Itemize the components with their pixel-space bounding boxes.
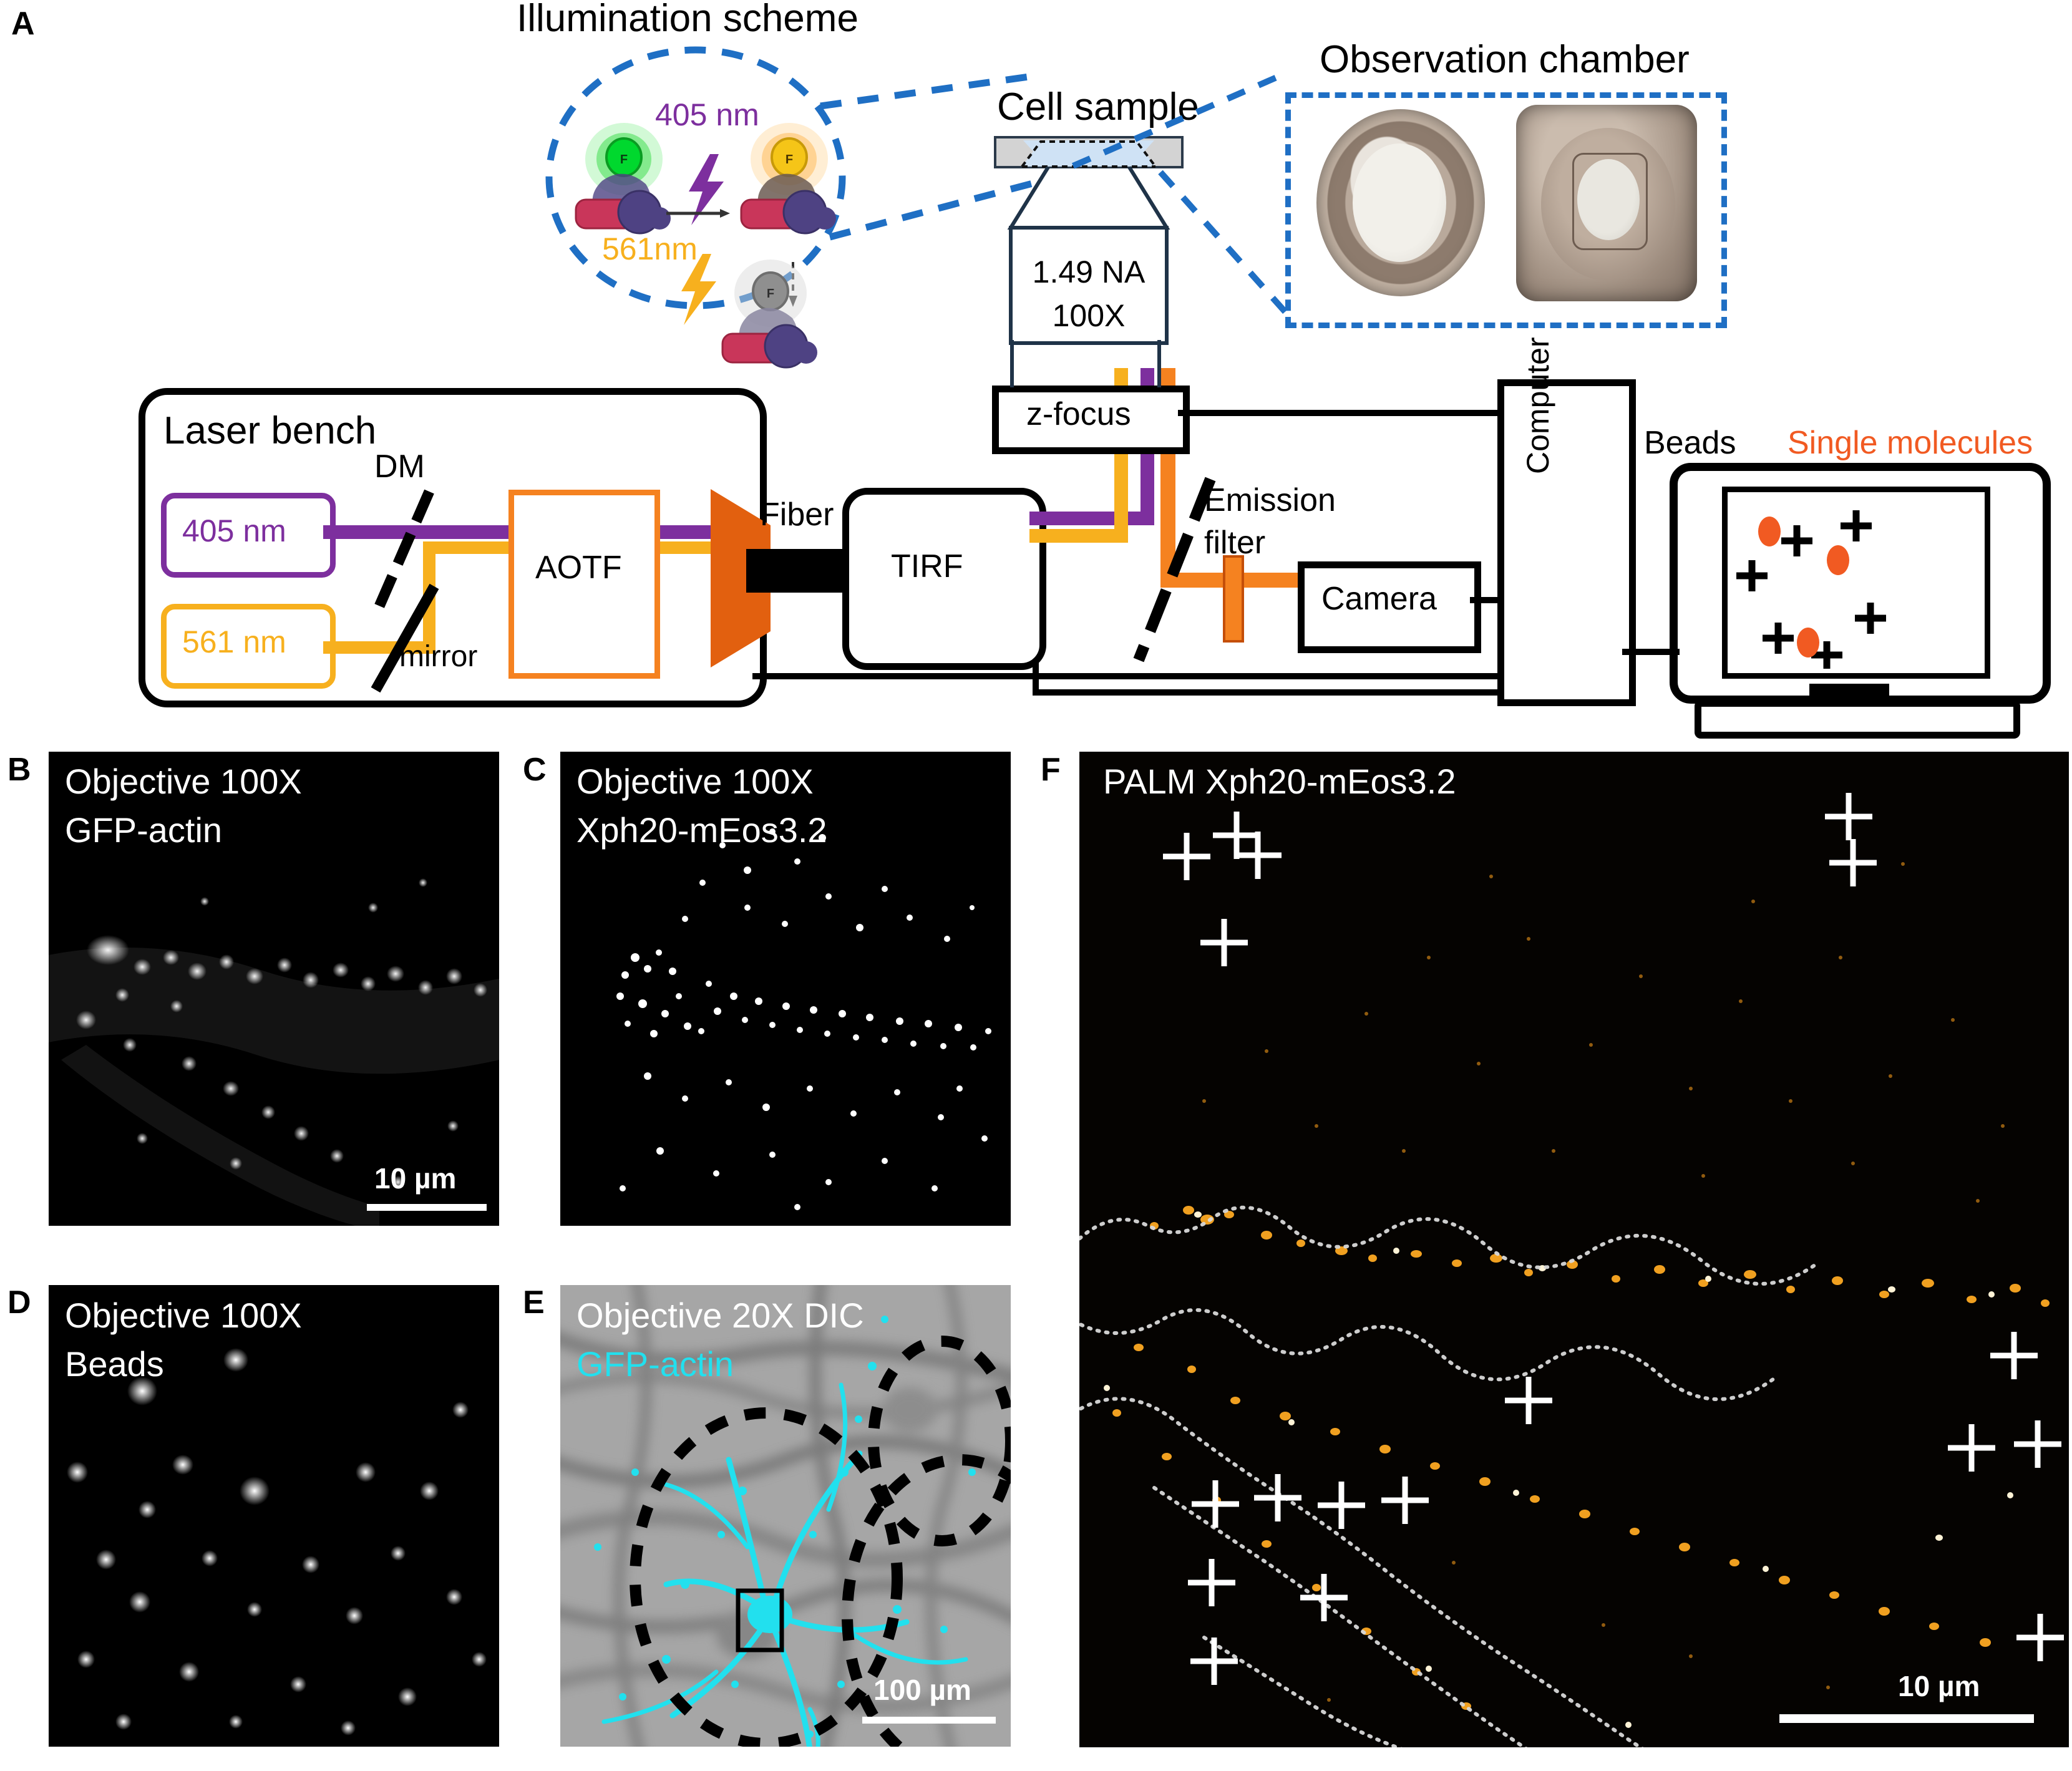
panel-e-scale-text: 100 µm: [873, 1674, 971, 1706]
aotf-box: [508, 490, 660, 679]
chamber-callout-lines: [1072, 70, 1288, 314]
svg-text:F: F: [620, 153, 628, 167]
fiber-coupler-icon: [711, 489, 771, 667]
panel-e-caption-line2: GFP-actin: [576, 1344, 734, 1384]
panel-c-caption-line2: Xph20-mEos3.2: [576, 810, 827, 850]
emission-filter-label-line2: filter: [1204, 525, 1266, 561]
panel-c-content: [560, 752, 1011, 1226]
panel-d-caption-line1: Objective 100X: [65, 1296, 302, 1335]
cell-sample-title: Cell sample: [997, 85, 1199, 129]
illumination-callout-shape: [545, 46, 1043, 309]
laser-405-box: [161, 493, 336, 578]
panel-label-b: B: [7, 752, 31, 788]
objective-stem: [1010, 340, 1161, 387]
emission-dichroic-icon: [1133, 477, 1216, 662]
panel-f-caption: PALM Xph20-mEos3.2: [1103, 762, 1456, 801]
illumination-scheme-title: Illumination scheme: [517, 0, 858, 40]
chamber-coverslip-closed: [1577, 159, 1640, 240]
chamber-coverslip-open: [1353, 143, 1446, 262]
dichroic-mirror-label: DM: [374, 449, 425, 485]
illumination-label-561: 561nm: [602, 231, 698, 266]
panel-f-scale-text: 10 µm: [1898, 1670, 1980, 1702]
panel-c-image: [560, 752, 1011, 1226]
transition-arrow-icon: [666, 209, 730, 218]
panel-f-image: [1079, 752, 2069, 1747]
panel-label-c: C: [523, 752, 547, 788]
fiber-label: Fiber: [760, 497, 834, 533]
laser-bench-title: Laser bench: [163, 409, 377, 452]
panel-e-image: [560, 1285, 1011, 1747]
fluorophore-orange-state-icon: F: [740, 123, 836, 235]
chamber-window-frame: [1572, 153, 1648, 250]
panel-e-scale-bar: [862, 1717, 996, 1724]
svg-text:1.49 NA: 1.49 NA: [1033, 255, 1145, 289]
computer-box: [1497, 379, 1636, 706]
emission-filter-element: [1223, 555, 1244, 643]
dichroic-mirror-icon: [369, 489, 434, 620]
panel-b-scale-text: 10 µm: [374, 1162, 457, 1195]
monitor-legend-beads: Beads: [1644, 425, 1736, 461]
monitor-screen-content: [1736, 510, 1886, 669]
emission-filter-label-line1: Emission: [1204, 482, 1336, 518]
panel-b-caption-line2: GFP-actin: [65, 810, 223, 850]
laser-405-label: 405 nm: [182, 513, 286, 548]
lightning-561-icon: [681, 254, 716, 325]
bleach-arrow-icon: [789, 262, 797, 307]
camera-label: Camera: [1321, 581, 1437, 617]
panel-b-caption-line1: Objective 100X: [65, 762, 302, 801]
camera-box: [1298, 561, 1481, 653]
panel-d-content: [49, 1285, 499, 1747]
fluorophore-dark-state-icon: F: [721, 260, 817, 369]
svg-text:100X: 100X: [1053, 298, 1126, 333]
aotf-label: AOTF: [535, 550, 622, 586]
lightning-405-icon: [689, 154, 724, 225]
fluorophore-green-state-icon: F: [575, 123, 671, 235]
panel-f-scale-bar: [1779, 1714, 2034, 1723]
panel-label-e: E: [523, 1284, 545, 1321]
panel-label-f: F: [1041, 752, 1061, 788]
panel-f-content: [1079, 752, 2069, 1747]
panel-d-image: [49, 1285, 499, 1747]
monitor-cable: [1622, 649, 1680, 655]
mirror-icon: [371, 583, 439, 693]
panel-e-caption-line1: Objective 20X DIC: [576, 1296, 864, 1335]
panel-b-image: [49, 752, 499, 1226]
control-wires: [752, 410, 1501, 696]
monitor-base: [1695, 700, 2020, 739]
monitor-legend-single-molecules: Single molecules: [1787, 425, 2033, 461]
panel-d-caption-line2: Beads: [65, 1344, 164, 1384]
tirf-box: [842, 488, 1046, 670]
laser-561-label: 561 nm: [182, 624, 286, 659]
panel-b-content: [49, 752, 499, 1226]
panel-label-d: D: [7, 1284, 31, 1321]
panel-c-caption-line1: Objective 100X: [576, 762, 814, 801]
panel-b-scale-bar: [367, 1204, 487, 1211]
panel-e-content: [560, 1285, 1011, 1747]
svg-text:F: F: [767, 287, 774, 301]
z-focus-box: [992, 386, 1190, 454]
observation-chamber-title: Observation chamber: [1320, 38, 1690, 81]
observation-chamber-box: [1285, 92, 1727, 328]
mirror-label: mirror: [399, 640, 478, 673]
panel-label-a: A: [11, 6, 35, 42]
illumination-label-405: 405 nm: [655, 97, 759, 132]
z-focus-label: z-focus: [1026, 396, 1131, 432]
svg-text:F: F: [786, 153, 793, 167]
tirf-label: TIRF: [891, 548, 963, 585]
